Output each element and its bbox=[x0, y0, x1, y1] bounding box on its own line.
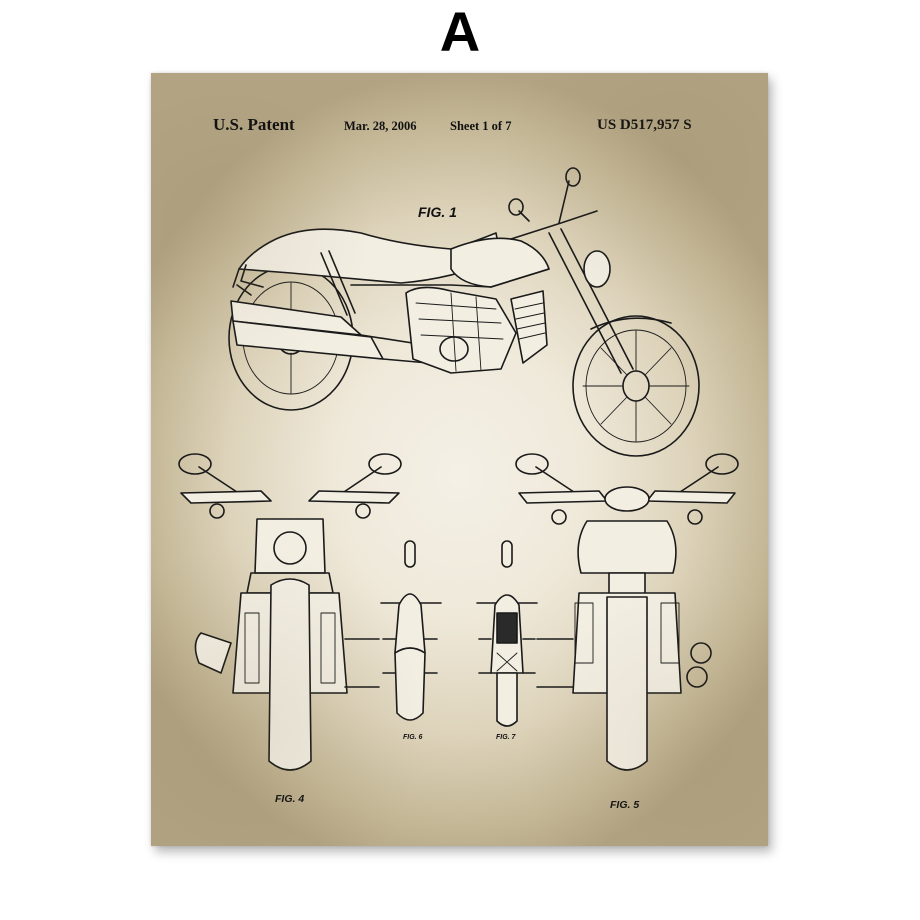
patent-poster: U.S. Patent Mar. 28, 2006 Sheet 1 of 7 U… bbox=[151, 73, 768, 846]
patent-title: U.S. Patent bbox=[213, 115, 295, 134]
patent-number: US D517,957 S bbox=[597, 117, 692, 133]
fig6-top-view-drawing bbox=[380, 540, 442, 721]
fig5-rear-view-drawing bbox=[515, 453, 739, 771]
fig6-label: FIG. 6 bbox=[403, 734, 423, 741]
fig5-label: FIG. 5 bbox=[610, 799, 640, 811]
fig1-motorcycle-drawing bbox=[228, 167, 700, 457]
variant-label: A bbox=[439, 0, 481, 63]
fig4-label: FIG. 4 bbox=[275, 793, 305, 805]
patent-date: Mar. 28, 2006 bbox=[344, 119, 417, 133]
patent-sheet: Sheet 1 of 7 bbox=[450, 119, 512, 133]
fig4-front-view-drawing bbox=[178, 453, 402, 771]
motorcycle-drawings bbox=[178, 167, 739, 771]
fig7-label: FIG. 7 bbox=[496, 734, 516, 741]
fig1-label: FIG. 1 bbox=[418, 204, 457, 220]
fig7-bottom-view-drawing bbox=[476, 540, 538, 727]
